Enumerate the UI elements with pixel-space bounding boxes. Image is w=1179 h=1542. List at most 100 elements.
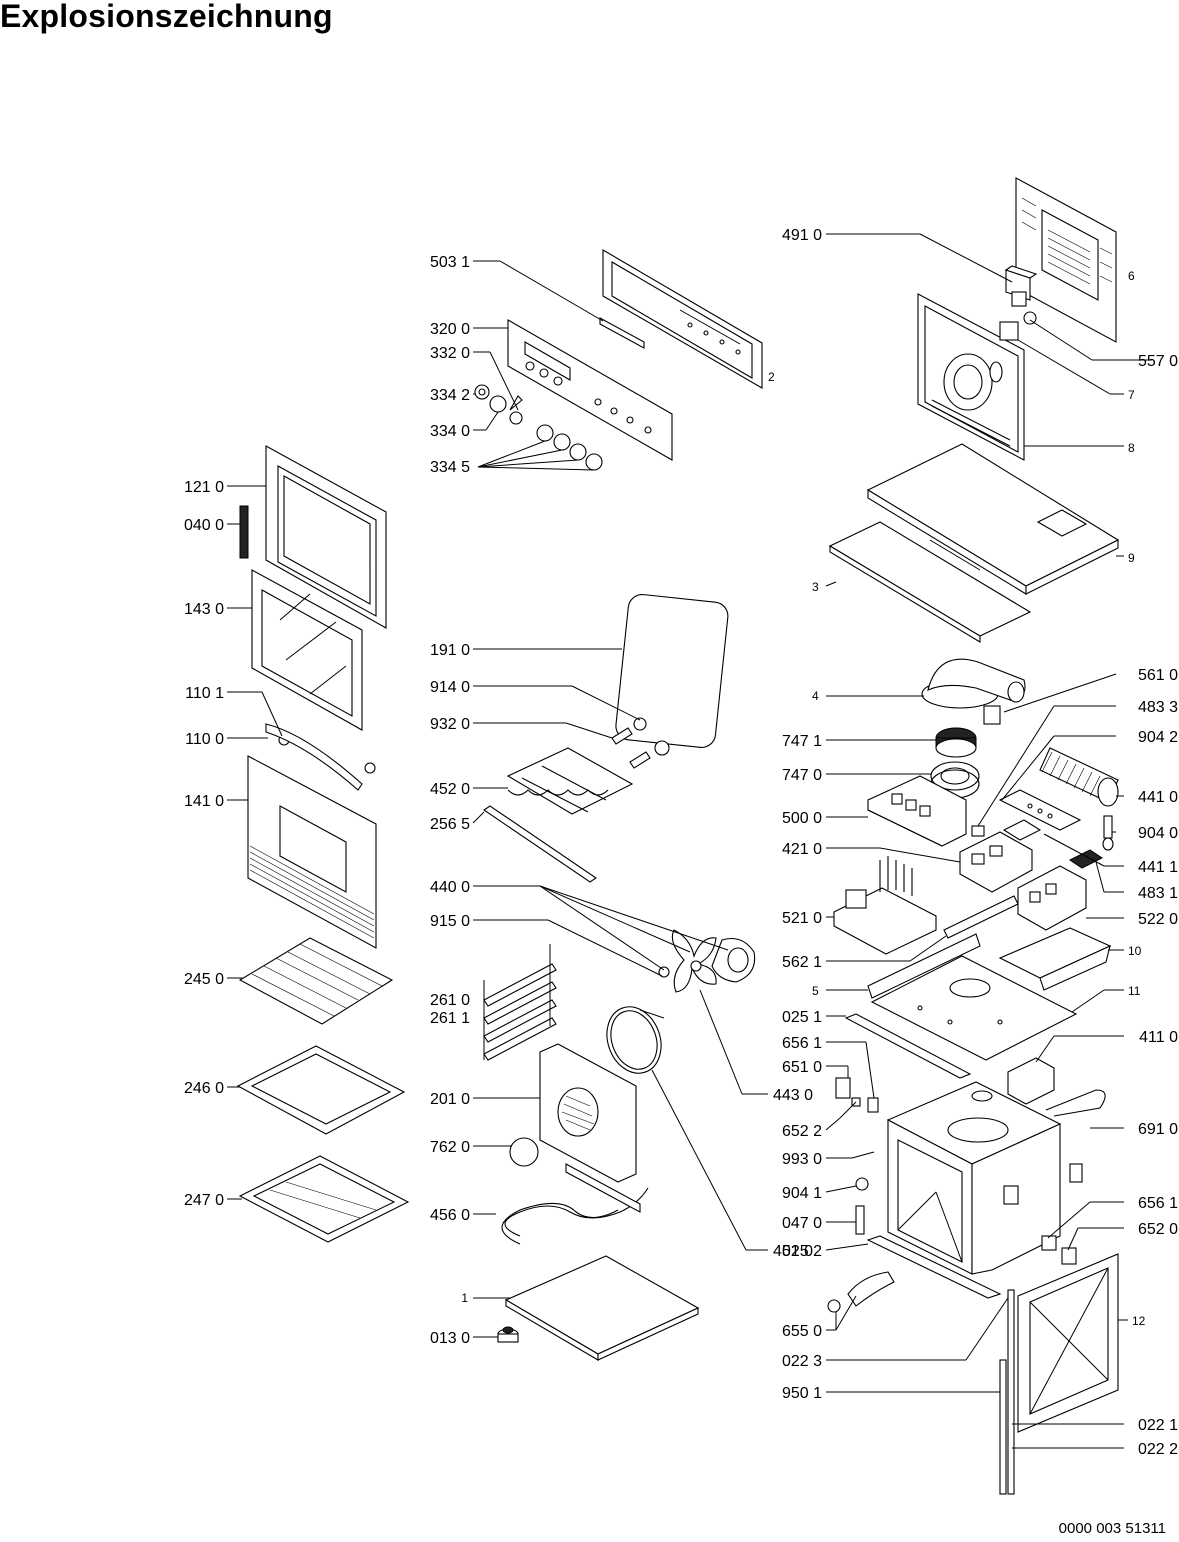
display-strip	[599, 317, 645, 349]
insulation-plate	[828, 521, 1032, 643]
label-522-0: 522 0	[1138, 911, 1178, 928]
label-11: 11	[1128, 984, 1141, 998]
side-rail	[867, 933, 981, 999]
label-2: 2	[768, 370, 775, 384]
label-491-0: 491 0	[782, 227, 822, 244]
control-panel-frame	[602, 249, 763, 389]
transformer	[1007, 1057, 1055, 1105]
electronic-module	[1004, 265, 1038, 325]
label-191-0: 191 0	[430, 642, 470, 659]
relay-module	[1017, 865, 1087, 931]
fan-nut	[658, 966, 670, 978]
shelf-guides	[483, 944, 557, 1061]
label-025-2: 025 2	[782, 1243, 822, 1260]
label-334-0: 334 0	[430, 423, 470, 440]
label-246-0: 246 0	[184, 1080, 224, 1097]
side-panel	[1017, 1253, 1119, 1433]
fan-cover	[539, 1043, 637, 1183]
hinge-assembly	[827, 1271, 895, 1313]
label-334-5: 334 5	[430, 459, 470, 476]
label-256-5: 256 5	[430, 816, 470, 833]
label-456-0: 456 0	[430, 1207, 470, 1224]
wire-shelf	[238, 937, 394, 1025]
label-201-0: 201 0	[430, 1091, 470, 1108]
label-141-0: 141 0	[184, 793, 224, 810]
label-451-0: 451 0	[773, 1243, 813, 1260]
cable-rail	[943, 895, 1019, 939]
label-557-0: 557 0	[1138, 353, 1178, 370]
label-9: 9	[1128, 551, 1135, 565]
label-12: 12	[1132, 1314, 1146, 1328]
base-plate	[870, 955, 1078, 1061]
guide-rail	[483, 805, 597, 883]
label-10: 10	[1128, 944, 1142, 958]
front-strip	[844, 1013, 972, 1079]
label-503-1: 503 1	[430, 254, 470, 271]
label-904-1: 904 1	[782, 1185, 822, 1202]
bottom-heater	[501, 1163, 649, 1245]
label-025-1: 025 1	[782, 1009, 822, 1026]
document-number: 0000 003 51311	[1058, 1520, 1166, 1537]
label-110-0: 110 0	[185, 731, 224, 748]
bottom-strip	[866, 1235, 1002, 1299]
tangential-fan	[1039, 747, 1119, 807]
door-seal	[615, 594, 729, 748]
label-993-0: 993 0	[782, 1151, 822, 1168]
label-1: 1	[461, 1291, 468, 1305]
handle-clip	[364, 762, 376, 774]
control-knobs	[474, 384, 603, 471]
label-013-0: 013 0	[430, 1330, 470, 1347]
label-656-1-b: 656 1	[1138, 1195, 1178, 1212]
label-022-1: 022 1	[1138, 1417, 1178, 1434]
label-261-0: 261 0	[430, 992, 470, 1009]
vertical-strips	[999, 1289, 1015, 1495]
label-762-0: 762 0	[430, 1139, 470, 1156]
label-022-2: 022 2	[1138, 1441, 1178, 1458]
label-452-0: 452 0	[430, 781, 470, 798]
label-747-0: 747 0	[782, 767, 822, 784]
label-500-0: 500 0	[782, 810, 822, 827]
label-483-3: 483 3	[1138, 699, 1178, 716]
main-electronics	[833, 856, 937, 955]
oven-lamp	[1102, 815, 1114, 851]
heat-shield	[998, 927, 1112, 991]
label-747-1: 747 1	[782, 733, 822, 750]
label-245-0: 245 0	[184, 971, 224, 988]
door-hinge-left	[239, 505, 249, 559]
fan-filter	[935, 727, 977, 758]
label-652-0: 652 0	[1138, 1221, 1178, 1238]
door-glass-inner	[251, 569, 363, 731]
label-261-1: 261 1	[430, 1010, 470, 1027]
shelf-support	[506, 747, 634, 815]
label-932-0: 932 0	[430, 716, 470, 733]
door-handle	[265, 723, 363, 791]
label-904-2: 904 2	[1138, 729, 1178, 746]
label-656-1-a: 656 1	[782, 1035, 822, 1052]
lamp-holders	[611, 717, 670, 769]
label-440-0: 440 0	[430, 879, 470, 896]
label-561-0: 561 0	[1138, 667, 1178, 684]
fan-motor	[711, 937, 756, 983]
fan-heater-ring	[606, 1006, 665, 1074]
top-cover	[866, 443, 1120, 595]
label-334-2: 334 2	[430, 387, 470, 404]
temperature-sensor	[1045, 1089, 1106, 1117]
label-483-1: 483 1	[1138, 885, 1178, 902]
label-047-0: 047 0	[782, 1215, 822, 1232]
label-411-0: 411 0	[1139, 1029, 1178, 1046]
cooling-duct	[921, 658, 1026, 725]
label-8: 8	[1128, 441, 1135, 455]
side-switches	[1041, 1235, 1077, 1265]
label-651-0: 651 0	[782, 1059, 822, 1076]
label-914-0: 914 0	[430, 679, 470, 696]
label-121-0: 121 0	[184, 479, 224, 496]
label-3: 3	[812, 580, 819, 594]
label-443-0: 443 0	[773, 1087, 813, 1104]
small-connector	[971, 825, 985, 837]
label-110-1: 110 1	[185, 685, 224, 702]
part-labels: 503 1 320 0 332 0 334 2 334 0 334 5 2 49…	[184, 227, 1178, 1458]
label-022-3: 022 3	[782, 1353, 822, 1370]
label-950-1: 950 1	[782, 1385, 822, 1402]
convection-fan	[671, 929, 717, 993]
control-board	[867, 775, 967, 847]
